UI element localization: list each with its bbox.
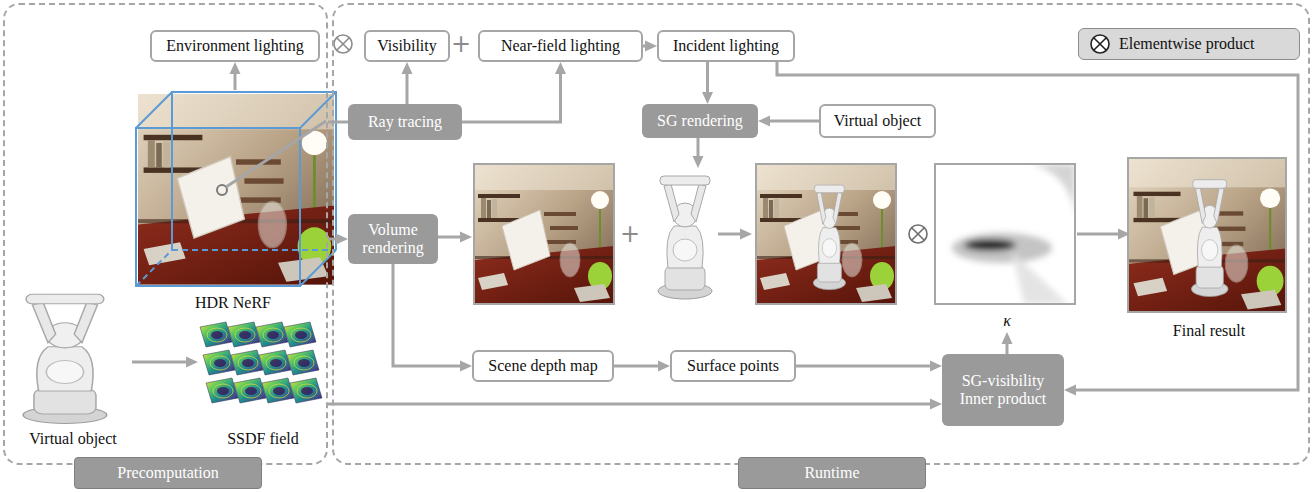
box-label: Scene depth map: [488, 357, 597, 375]
operation-box: Ray tracing: [348, 104, 462, 140]
image-caption: Final result: [1173, 322, 1245, 340]
process-box: Environment lighting: [150, 30, 320, 62]
flow-arrow: [768, 120, 819, 123]
process-box: Visibility: [364, 30, 450, 62]
stage-heading: Precomputation: [74, 457, 262, 489]
flow-arrow: [393, 264, 462, 366]
box-label: Virtual object: [834, 112, 921, 130]
process-box: Virtual object: [819, 104, 936, 138]
process-box: Near-field lighting: [478, 30, 643, 62]
stage-region: PrecomputationEnvironment lightingHDR Ne…: [3, 3, 328, 465]
image-panel: SSDF field: [198, 320, 328, 450]
process-box: Scene depth map: [472, 350, 614, 382]
box-label: SG rendering: [657, 112, 743, 130]
operation-box: SG rendering: [642, 104, 758, 138]
flow-arrow: [132, 361, 188, 364]
legend-label: Elementwise product: [1119, 35, 1255, 53]
operator-sign: +: [621, 218, 639, 250]
box-label: Visibility: [377, 37, 437, 55]
box-label: Ray tracing: [368, 113, 442, 131]
box-label: SG-visibility Inner product: [953, 372, 1053, 409]
flow-arrow: [643, 45, 647, 48]
stage-region: RuntimeVisibilityNear-field lightingInci…: [332, 3, 1310, 465]
box-label: Incident lighting: [673, 37, 779, 55]
image-caption: SSDF field: [227, 430, 299, 448]
box-label: Surface points: [687, 357, 779, 375]
flow-arrow: [1006, 342, 1009, 354]
flow-arrow: [462, 72, 561, 122]
flow-arrow: [777, 62, 1298, 390]
image-panel: Final result: [1130, 160, 1288, 342]
image-caption: κ: [1003, 312, 1011, 330]
flow-arrow: [234, 72, 237, 90]
flow-arrow: [614, 365, 660, 368]
box-label: Environment lighting: [166, 37, 303, 55]
image-caption: HDR NeRF: [195, 294, 271, 312]
operation-box: Volume rendering: [348, 214, 438, 264]
operation-box: SG-visibility Inner product: [942, 354, 1064, 426]
flow-arrow: [796, 365, 932, 368]
stage-heading: Runtime: [738, 457, 926, 489]
box-label: Volume rendering: [357, 221, 429, 258]
legend-box: Elementwise product: [1078, 28, 1300, 60]
process-box: Surface points: [670, 350, 796, 382]
box-label: Near-field lighting: [501, 37, 620, 55]
operator-sign: +: [452, 28, 470, 60]
flow-arrow: [1077, 233, 1120, 236]
flow-arrow: [406, 72, 409, 104]
flow-arrow: [328, 121, 348, 124]
image-panel: κ: [937, 166, 1077, 332]
flow-arrow: [328, 403, 932, 406]
image-panel: HDR NeRF: [138, 90, 328, 314]
image-caption: Virtual object: [29, 430, 116, 448]
flow-arrow: [706, 62, 709, 94]
process-box: Incident lighting: [657, 30, 795, 62]
legend-swatch: [1089, 33, 1111, 55]
image-panel: Virtual object: [14, 284, 132, 450]
